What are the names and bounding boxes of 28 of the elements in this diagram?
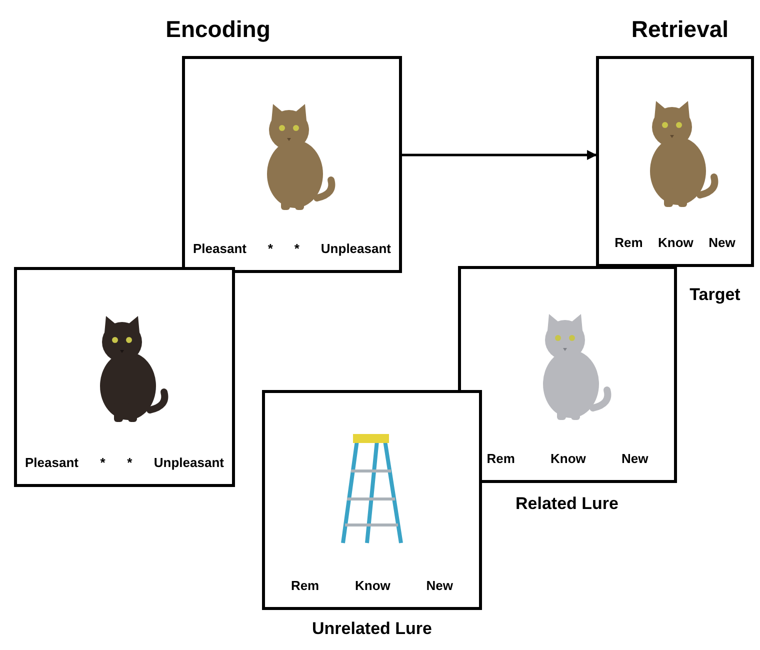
rating-scale-label: *: [100, 454, 106, 472]
rating-scale-label: Pleasant: [193, 240, 246, 258]
rating-scale-label: Pleasant: [25, 454, 78, 472]
rating-scale-label: *: [294, 240, 300, 258]
rating-scale-label: Unpleasant: [154, 454, 224, 472]
stimulus-card: [182, 56, 402, 273]
response-option: New: [426, 576, 454, 595]
response-option: New: [621, 448, 648, 468]
stimulus-card: [14, 267, 235, 487]
stimulus-card: [262, 390, 482, 610]
trial-type-label: Unrelated Lure: [311, 618, 433, 640]
stimulus-card: [458, 266, 677, 483]
rating-scale-label: *: [268, 240, 273, 258]
response-option: Rem: [290, 576, 320, 595]
phase-heading: Retrieval: [630, 15, 730, 44]
trial-type-label: Related Lure: [514, 493, 620, 515]
response-option: Rem: [486, 448, 515, 468]
trial-type-label: Target: [688, 284, 742, 306]
arrow: [402, 150, 597, 160]
response-option: Rem: [614, 232, 643, 252]
rating-scale-label: *: [127, 454, 132, 472]
response-option: New: [708, 232, 736, 252]
response-option: Know: [658, 232, 694, 252]
response-option: Know: [550, 448, 586, 468]
stimulus-card: [596, 56, 754, 267]
phase-heading: Encoding: [164, 15, 272, 44]
response-option: Know: [355, 576, 390, 595]
rating-scale-label: Unpleasant: [320, 240, 391, 258]
